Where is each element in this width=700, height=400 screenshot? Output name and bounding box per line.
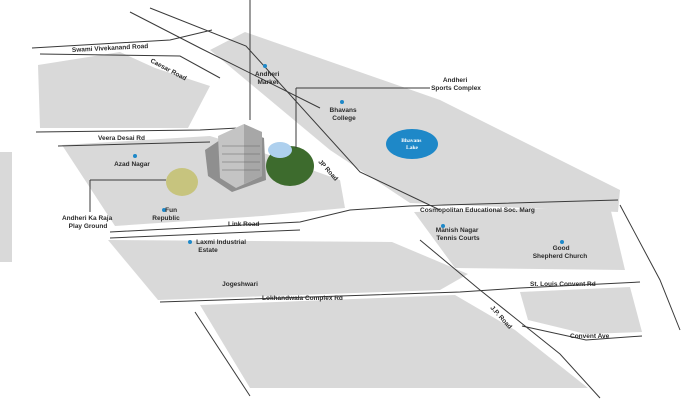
location-dot-icon [340,100,344,104]
road-line-swami-vivekanand [31,29,213,49]
road-line-veera-desai-south [57,141,211,147]
block-northwest [38,52,210,128]
block-west-edge [0,152,12,262]
road-line-lokhandwala [159,281,641,303]
place-label-jogeshwari: Jogeshwari [222,281,258,288]
building-icon [205,0,266,192]
road-line-link [109,199,619,233]
sports-complex-pool [268,142,292,158]
road-line-link-lower [109,229,301,239]
location-dot-icon [188,240,192,244]
road-line-jp-north [149,7,441,211]
road-label-veera-desai: Veera Desai Rd [98,135,145,142]
road-line-jp-south [419,239,601,399]
block-north-east [210,32,620,212]
place-label-fun-republic: Fun Republic [152,207,180,222]
road-label-st-louis: St. Louis Convent Rd [530,281,596,288]
location-dot-icon [263,64,267,68]
road-label-convent-ave: Convent Ave [570,333,610,340]
road-line-southwest-edge [194,311,251,397]
location-dot-icon [560,240,564,244]
block-convent [520,287,642,334]
place-label-manish-nagar: Manish Nagar Tennis Courts [436,227,480,242]
place-label-andheri-sports: Andheri Sports Complex [431,77,481,92]
road-label-link: Link Road [228,221,259,228]
road-label-swami-vivekanand: Swami Vivekanand Road [72,43,149,54]
place-label-azad-nagar: Azad Nagar [114,161,150,168]
place-label-bhavans-lake: Bhavans Lake [401,138,423,151]
block-southwest [108,240,468,300]
place-label-bhavans-college: Bhavans College [330,107,359,122]
place-label-laxmi-industrial: Laxmi Industrial Estate [196,239,248,254]
block-tennis-courts [414,207,625,270]
road-label-cosmopolitan: Cosmopolitan Educational Soc. Marg [420,207,535,214]
road-line-east [619,204,681,331]
place-label-good-shepherd: Good Shepherd Church [533,245,588,260]
andheri-raja-playground [166,168,198,196]
road-line-veera-desai-north [35,127,239,133]
location-dot-icon [441,224,445,228]
road-label-lokhandwala: Lokhandwala Complex Rd [262,295,343,302]
location-dot-icon [133,154,137,158]
place-label-andheri-market: Andheri Market [255,71,281,86]
place-label-andheri-raja: Andheri Ka Raja Play Ground [62,215,114,230]
location-dot-icon [162,208,166,212]
road-line-north-boundary [129,11,321,109]
bhavans-lake [386,129,438,159]
block-south [200,295,588,388]
road-line-convent-ave [521,325,643,341]
road-line-caesar [39,53,221,79]
